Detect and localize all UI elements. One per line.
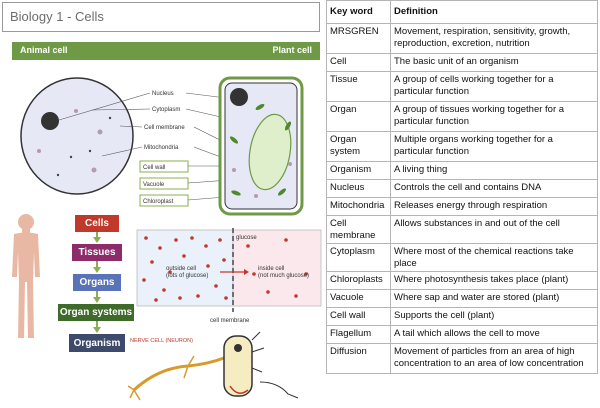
label-cell-wall: Cell wall [143,165,165,171]
plant-nucleus [230,88,248,106]
definition-cell: Where sap and water are stored (plant) [390,289,598,308]
hierarchy-arrow-stem [96,261,98,267]
keyword-cell: Chloroplasts [326,271,391,290]
header-key-word: Key word [326,0,391,24]
definition-cell: Movement, respiration, sensitivity, grow… [390,23,598,54]
keyword-cell: Cell [326,53,391,72]
definition-cell: Controls the cell and contains DNA [390,179,598,198]
label-mitochondria: Mitochondria [144,145,179,151]
definition-cell: Where most of the chemical reactions tak… [390,243,598,272]
definition-cell: Multiple organs working together for a p… [390,131,598,162]
animal-nucleus [41,112,59,130]
definition-cell: A tail which allows the cell to move [390,325,598,344]
definition-cell: The basic unit of an organism [390,53,598,72]
keyword-cell: Nucleus [326,179,391,198]
human-body-illustration [12,214,40,338]
plant-cell-heading: Plant cell [272,45,312,55]
hierarchy-arrow-icon [93,267,101,273]
definition-cell: Supports the cell (plant) [390,307,598,326]
hierarchy-arrow-stem [96,291,98,297]
keyword-cell: Organ [326,101,391,132]
header-definition: Definition [390,0,598,24]
cell-diagram-header: Animal cell Plant cell [12,42,320,60]
definition-cell: Movement of particles from an area of hi… [390,343,598,374]
plant-vacuole [248,113,292,191]
nerve-cell-diagram: NERVE CELL (NEURON) [128,331,299,401]
hierarchy-organs: Organs [73,274,121,291]
definition-cell: Allows substances in and out of the cell [390,215,598,244]
glucose-label: glucose [236,235,257,241]
keyword-cell: Cell membrane [326,215,391,244]
hierarchy-organ-systems: Organ systems [58,304,134,321]
label-nucleus: Nucleus [152,91,174,97]
diffusion-diagram: glucose outside cell(lots of glucose) in… [136,228,322,324]
hierarchy-arrow-icon [93,237,101,243]
hierarchy-organism: Organism [69,334,125,352]
keyword-cell: Diffusion [326,343,391,374]
hierarchy-arrow-stem [96,321,98,327]
animal-cell [20,77,134,195]
outside-cell-label: outside cell(lots of glucose) [166,266,208,279]
hierarchy-arrow-icon [93,327,101,333]
nerve-cell-title: NERVE CELL (NEURON) [130,338,193,344]
label-cytoplasm: Cytoplasm [152,107,180,113]
label-chloroplast: Chloroplast [143,199,174,205]
label-vacuole: Vacuole [143,182,165,188]
keyword-cell: Tissue [326,71,391,102]
hierarchy-tissues: Tissues [72,244,122,261]
inside-cell-label: inside cell(not much glucose) [258,266,309,279]
page-title: Biology 1 - Cells [10,9,104,24]
definition-cell: A group of tissues working together for … [390,101,598,132]
hierarchy-cells: Cells [75,215,119,232]
keyword-cell: Vacuole [326,289,391,308]
definition-cell: Releases energy through respiration [390,197,598,216]
animal-cell-heading: Animal cell [20,45,68,55]
keyword-cell: Organ system [326,131,391,162]
keyword-cell: MRSGREN [326,23,391,54]
title-box: Biology 1 - Cells [2,2,320,32]
cell-diagram: Nucleus Cytoplasm Cell membrane Mitochon… [20,76,304,216]
keyword-cell: Cytoplasm [326,243,391,272]
hierarchy-arrow-icon [93,297,101,303]
hierarchy-arrow-stem [96,232,98,237]
table-header-row: Key word Definition [326,0,598,24]
definition-cell: A living thing [390,161,598,180]
label-cell-membrane: Cell membrane [144,125,185,131]
table-row: Organ A group of tissues working togethe… [326,101,598,132]
cell-membrane-label: cell membrane [210,318,250,324]
keyword-cell: Flagellum [326,325,391,344]
definition-cell: A group of cells working together for a … [390,71,598,102]
keyword-cell: Mitochondria [326,197,391,216]
definition-cell: Where photosynthesis takes place (plant) [390,271,598,290]
keyword-cell: Organism [326,161,391,180]
keyword-cell: Cell wall [326,307,391,326]
